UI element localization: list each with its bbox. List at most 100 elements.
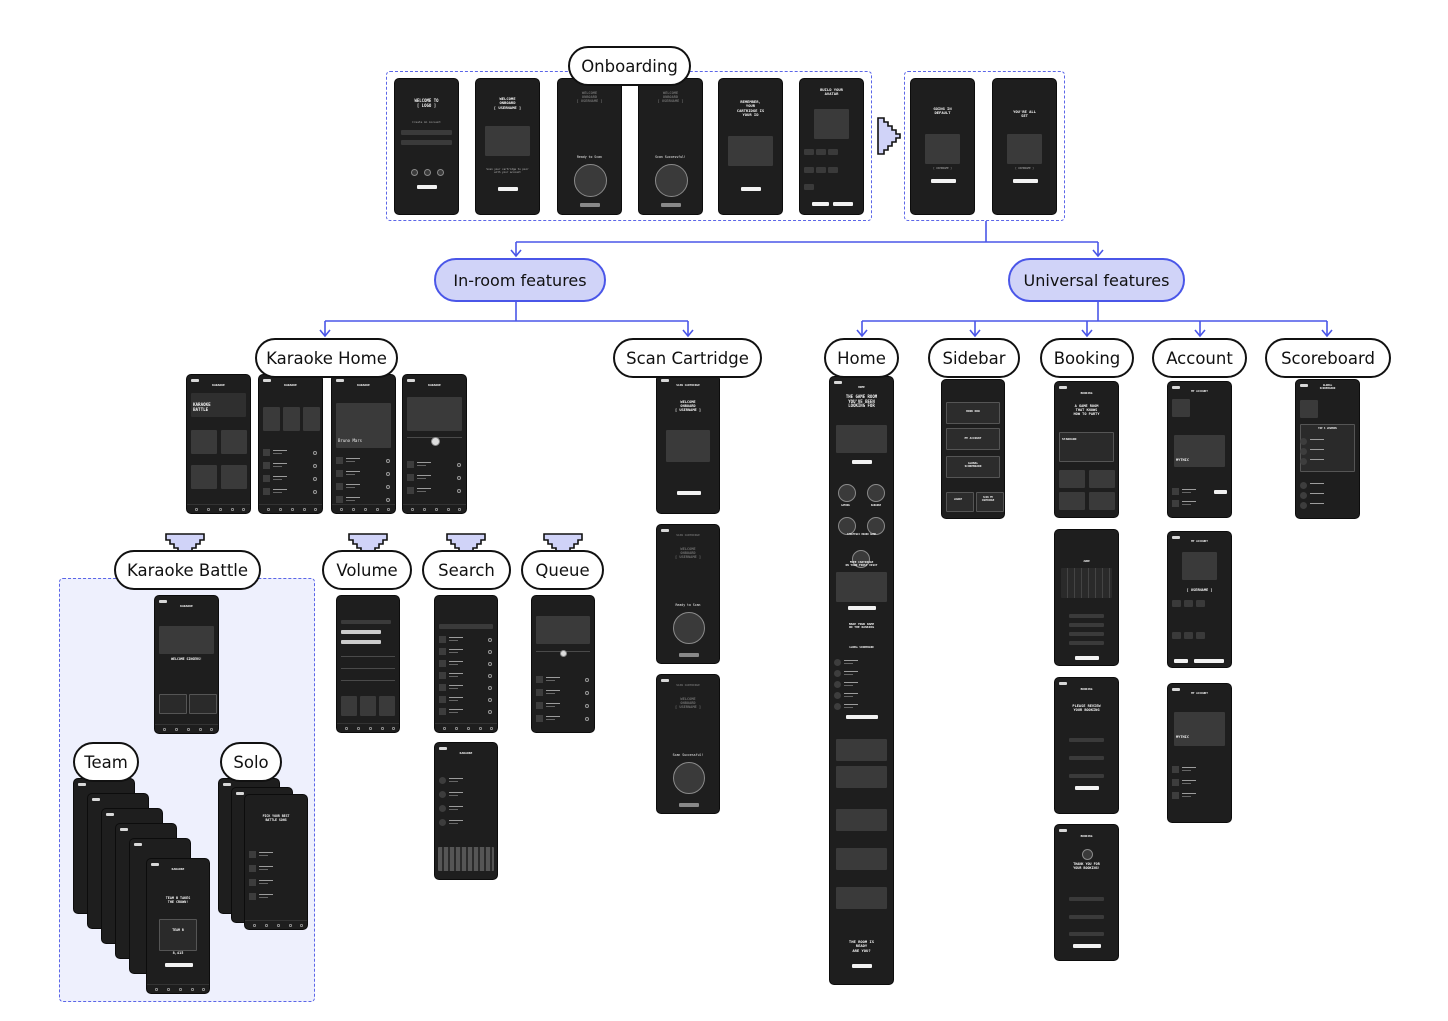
label-universal-features: Universal features: [1008, 258, 1185, 302]
label-booking: Booking: [1040, 338, 1134, 378]
sidebar-item-book[interactable]: BOOK NOW: [966, 409, 980, 413]
sidebar-item-account[interactable]: MY ACCOUNT: [964, 436, 982, 440]
screen-subtitle: Scan your cartridge to pair with your ac…: [486, 168, 529, 174]
screen-scoreboard: GLOBAL SCOREBOARD TOP 3 LEGENDS: [1295, 379, 1360, 519]
home-category-1: GAMING: [841, 504, 850, 507]
connector-arrowhead: [510, 249, 522, 258]
account-header: MY ACCOUNT: [1191, 539, 1208, 543]
connector-arrowhead: [319, 329, 331, 338]
booking-month: JUNE: [1083, 559, 1090, 563]
screen-onboarding-all-set: YOU'RE ALL SET [ USERNAME ]: [992, 78, 1057, 215]
onboarding-result-group: [904, 71, 1065, 221]
artist-name: Bruno Mars: [338, 438, 363, 443]
screen-solo-pick: PICK YOUR BEST BATTLE SONG: [244, 794, 308, 930]
label-karaoke-battle: Karaoke Battle: [114, 550, 261, 590]
karaoke-header: KARAOKE: [428, 383, 441, 387]
label-onboarding: Onboarding: [568, 46, 691, 86]
connector-arrowhead: [1081, 329, 1093, 338]
screen-search-results: [434, 595, 498, 733]
screen-onboarding-welcome: WELCOME TO [ LOGO ] Create An Account: [394, 78, 459, 215]
karaoke-header: KARAOKE: [212, 383, 225, 387]
scan-ready-label: Ready to Scan: [675, 603, 701, 607]
screen-karaoke-battle-welcome: KARAOKE WELCOME SINGERS!: [154, 595, 219, 734]
sidebar-scan[interactable]: SCAN MY CARTRIDGE: [981, 496, 995, 502]
label-home: Home: [824, 338, 899, 378]
booking-header: BOOKING: [1080, 834, 1093, 838]
screen-subtitle: Scan Successful!: [655, 155, 686, 159]
screen-booking-thanks: BOOKING THANK YOU FOR YOUR BOOKING!: [1054, 824, 1119, 961]
booking-header: BOOKING: [1080, 687, 1093, 691]
connector-arrowhead: [856, 329, 868, 338]
sidebar-item-scoreboard[interactable]: GLOBAL SCOREBOARD: [964, 461, 982, 469]
screen-onboarding-success: WELCOME ONBOARD [ USERNAME ] Scan Succes…: [638, 78, 703, 215]
screen-booking-calendar: JUNE: [1054, 529, 1119, 666]
home-hero: THE GAME ROOM YOU'VE BEEN LOOKING FOR: [845, 394, 878, 409]
scan-welcome: WELCOME ONBOARD [ USERNAME ]: [675, 697, 701, 710]
solo-pick-song: PICK YOUR BEST BATTLE SONG: [262, 814, 290, 822]
screen-team-result: KARAOKE TEAM B TAKES THE CROWN! TEAM B 8…: [146, 858, 210, 994]
karaoke-header: KARAOKE: [284, 383, 297, 387]
label-account: Account: [1152, 338, 1247, 378]
home-cta: THE ROOM IS READY ARE YOU?: [848, 939, 875, 953]
team-name: TEAM B: [172, 928, 184, 932]
screen-account-rank: MY ACCOUNT MYTHIC: [1167, 683, 1232, 823]
label-team: Team: [73, 742, 139, 782]
connector-arrowhead: [1321, 329, 1333, 338]
screen-account-avatar: MY ACCOUNT [ USERNAME ]: [1167, 531, 1232, 668]
screen-account-main: MY ACCOUNT MYTHIC: [1167, 381, 1232, 518]
account-rank: MYTHIC: [1176, 458, 1189, 462]
booking-hero: A GAME ROOM THAT KNOWS HOW TO PARTY: [1073, 404, 1100, 417]
scan-success-label: Scan Successful!: [672, 753, 704, 757]
sidebar-logout[interactable]: LOGOUT: [953, 498, 963, 501]
karaoke-header: KARAOKE: [357, 383, 370, 387]
booking-package: STANDARD: [1062, 437, 1077, 441]
home-leaderboard: MAKE YOUR NAME ON THE RANKING: [848, 622, 875, 630]
scan-header: SCAN CARTRIDGE: [676, 533, 700, 537]
screen-onboarding-avatar: BUILD YOUR AVATAR: [799, 78, 864, 215]
team-score: 8,415: [172, 951, 184, 955]
screen-title: REMEMBER, YOUR CARTRIDGE IS YOUR ID: [736, 99, 765, 118]
screen-scan-success: SCAN CARTRIDGE WELCOME ONBOARD [ USERNAM…: [656, 674, 720, 814]
booking-header: BOOKING: [1080, 391, 1093, 395]
karaoke-header: KARAOKE: [459, 751, 473, 755]
connector-arrowhead: [1092, 249, 1104, 258]
screen-karaoke-battle-home: KARAOKE KARAOKE BATTLE: [186, 374, 251, 514]
connector-arrowhead: [969, 329, 981, 338]
screen-onboarding-default: GOING IN DEFAULT [ USERNAME ]: [910, 78, 975, 215]
home-category-3: STRATEGIC BOARD GAME: [847, 533, 876, 536]
connector-arrowhead: [682, 329, 694, 338]
screen-search-keyboard: KARAOKE: [434, 742, 498, 880]
screen-title: WELCOME TO [ LOGO ]: [414, 98, 439, 108]
label-search: Search: [422, 550, 511, 590]
screen-title: BUILD YOUR AVATAR: [820, 87, 843, 97]
connector-arrowhead: [1194, 329, 1206, 338]
scan-header: SCAN CARTRIDGE: [676, 683, 700, 687]
screen-karaoke-now-playing: KARAOKE: [402, 374, 467, 514]
scan-welcome: WELCOME ONBOARD [ USERNAME ]: [675, 547, 701, 560]
label-scoreboard: Scoreboard: [1265, 338, 1391, 378]
screen-onboarding-remember: REMEMBER, YOUR CARTRIDGE IS YOUR ID: [718, 78, 783, 215]
screen-onboarding-pair: WELCOME ONBOARD [ USERNAME ] Scan your c…: [475, 78, 540, 215]
screen-scan-welcome: SCAN CARTRIDGE WELCOME ONBOARD [ USERNAM…: [656, 374, 720, 514]
screen-title: WELCOME ONBOARD [ USERNAME ]: [493, 96, 522, 110]
label-karaoke-home: Karaoke Home: [255, 338, 398, 378]
screen-booking-review: BOOKING PLEASE REVIEW YOUR BOOKING: [1054, 677, 1119, 814]
label-scan-cartridge: Scan Cartridge: [613, 338, 762, 378]
screen-scan-ready: SCAN CARTRIDGE WELCOME ONBOARD [ USERNAM…: [656, 524, 720, 664]
home-header: HOME: [858, 385, 865, 389]
screen-booking-home: BOOKING A GAME ROOM THAT KNOWS HOW TO PA…: [1054, 381, 1119, 518]
home-global: GLOBAL SCOREBOARD: [849, 646, 874, 649]
scan-welcome: WELCOME ONBOARD [ USERNAME ]: [675, 400, 701, 413]
screen-title: WELCOME ONBOARD [ USERNAME ]: [576, 91, 603, 104]
screen-home-long: HOME THE GAME ROOM YOU'VE BEEN LOOKING F…: [829, 376, 894, 985]
karaoke-header: KARAOKE: [180, 604, 193, 608]
screen-subtitle: Ready to Scan: [577, 155, 602, 159]
screen-sidebar: BOOK NOW MY ACCOUNT GLOBAL SCOREBOARD LO…: [941, 379, 1005, 519]
karaoke-header: KARAOKE: [171, 867, 185, 871]
account-username: [ USERNAME ]: [1186, 588, 1213, 592]
screen-subtitle: [ USERNAME ]: [933, 167, 952, 170]
label-queue: Queue: [521, 550, 604, 590]
screen-title: GOING IN DEFAULT: [933, 106, 952, 116]
scoreboard-top: TOP 3 LEGENDS: [1318, 427, 1337, 430]
label-in-room-features: In-room features: [434, 258, 606, 302]
